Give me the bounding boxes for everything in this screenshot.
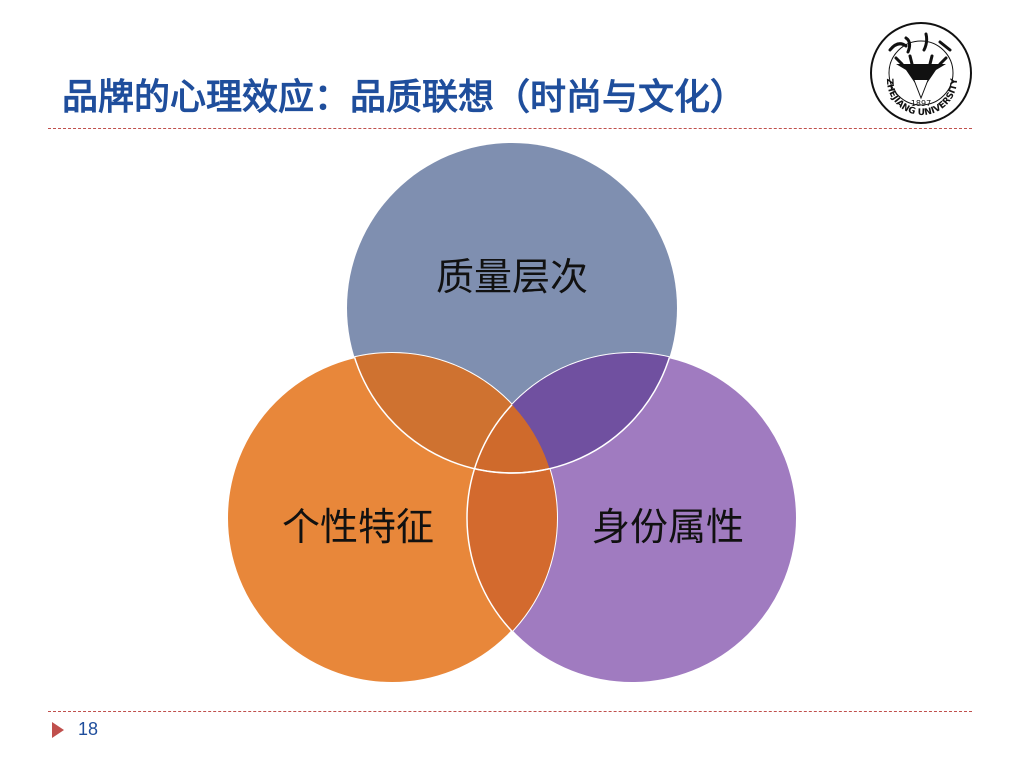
svg-text:1897: 1897 [911, 99, 931, 108]
page-number: 18 [78, 719, 99, 739]
right-circle-label: 身份属性 [592, 505, 744, 549]
top-right-overlap [467, 353, 677, 473]
top-left-overlap [347, 353, 557, 473]
university-seal-icon: 1897 ZHEJIANG UNIVERSITY [870, 22, 972, 124]
slide-title: 品牌的心理效应：品质联想（时尚与文化） [62, 77, 747, 118]
footer-divider [48, 711, 972, 712]
title-divider [48, 128, 972, 129]
left-circle-label: 个性特征 [282, 505, 434, 549]
top-circle-label: 质量层次 [436, 255, 588, 299]
footer-triangle-icon [52, 722, 64, 738]
